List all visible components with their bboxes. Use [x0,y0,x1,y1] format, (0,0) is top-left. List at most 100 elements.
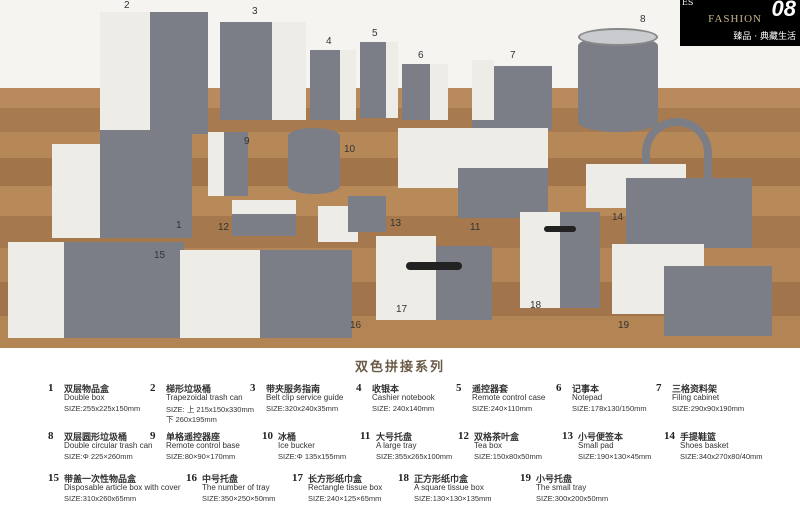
disposable-article-box [8,242,184,338]
photo-number-14: 14 [612,212,624,223]
product-name-en: Disposable article box with cover [64,483,181,492]
double-circular-trash-can [578,28,658,132]
cashier-notebook [310,50,356,120]
ice-bucket [288,128,340,194]
product-number: 13 [562,430,573,442]
product-size: SIZE:150x80x50mm [474,452,542,461]
product-size: SIZE:Φ 225×260mm [64,452,133,461]
product-size: SIZE:310x260x65mm [64,494,137,503]
product-name-cn: 中号托盘 [202,474,239,484]
series-side-text: ES [682,0,694,7]
product-name-cn: 正方形纸巾盒 [414,474,469,484]
photo-number-11: 11 [470,222,481,233]
product-name-cn: 带盖一次性物品盒 [64,474,137,484]
product-name-en: Belt clip service guide [266,393,344,402]
photo-number-13: 13 [390,218,402,229]
tea-box [232,200,296,236]
product-size: SIZE:355x265x100mm [376,452,453,461]
photo-number-7: 7 [510,50,516,61]
product-name-cn: 双格茶叶盒 [474,432,520,442]
product-name-en: Notepad [572,393,603,402]
photo-number-6: 6 [418,50,424,61]
product-name-cn: 大号托盘 [376,432,413,442]
product-name-en: The number of tray [202,483,270,492]
square-tissue-box [520,212,600,308]
remote-control-base [208,132,248,196]
product-name-cn: 记事本 [572,384,600,394]
product-size: SIZE:240×125×65mm [308,494,382,503]
product-number: 11 [360,430,371,442]
product-name-en: Tea box [474,441,503,450]
product-name-en: Ice bucker [278,441,315,450]
product-name-en: Remote control base [166,441,240,450]
photo-number-5: 5 [372,28,378,39]
product-name-cn: 收银本 [372,384,400,394]
product-number: 7 [656,382,662,394]
product-number: 18 [398,472,409,484]
service-guide [220,22,306,120]
product-size: SIZE:190×130×45mm [578,452,652,461]
photo-number-18: 18 [530,300,542,311]
product-name-cn: 梯形垃圾桶 [166,384,212,394]
product-size: SIZE: 上 215x150x330mm [166,405,254,414]
product-number: 4 [356,382,362,394]
product-name-cn: 遥控器套 [472,384,509,394]
product-number: 17 [292,472,303,484]
product-name-cn: 手提鞋篮 [680,432,717,442]
product-name-en: Shoes basket [680,441,729,450]
large-tray [398,128,548,218]
product-number: 9 [150,430,156,442]
product-number: 1 [48,382,54,394]
product-name-cn: 长方形纸巾盒 [308,474,363,484]
product-name-cn: 双层物品盒 [64,384,110,394]
product-number: 2 [150,382,156,394]
product-name-cn: 小号便签本 [578,432,624,442]
product-name-en: Small pad [578,441,614,450]
photo-number-19: 19 [618,320,630,331]
product-name-cn: 单格遥控器座 [166,432,221,442]
photo-number-17: 17 [396,304,408,315]
product-size: SIZE:350×250×50mm [202,494,276,503]
photo-number-8: 8 [640,14,646,25]
filing-cabinet [472,60,552,130]
product-size: SIZE:178x130/150mm [572,404,647,413]
series-badge: ES 08 臻品 · 典藏生活 [680,0,800,46]
product-number: 10 [262,430,273,442]
medium-tray [180,250,352,338]
photo-number-15: 15 [154,250,166,261]
remote-control-case [360,42,398,118]
photo-number-4: 4 [326,36,332,47]
product-name-en: A square tissue box [414,483,484,492]
product-name-en: Remote control case [472,393,546,402]
product-number: 14 [664,430,675,442]
product-name-cn: 小号托盘 [536,474,573,484]
product-size-secondary: 下 260x195mm [166,415,217,424]
notepad [402,64,448,120]
product-number: 8 [48,430,54,442]
product-name-en: Rectangle tissue box [308,483,383,492]
product-number: 19 [520,472,531,484]
product-name-en: The small tray [536,483,587,492]
product-number: 15 [48,472,59,484]
product-size: SIZE:290x90x190mm [672,404,745,413]
product-number: 12 [458,430,469,442]
product-number: 5 [456,382,462,394]
product-size: SIZE:240×110mm [472,404,533,413]
product-size: SIZE:340x270x80/40mm [680,452,763,461]
product-number: 6 [556,382,562,394]
product-name-cn: 带夹服务指南 [266,384,321,394]
product-size: SIZE:130×130×135mm [414,494,492,503]
product-size: SIZE:300x200x50mm [536,494,609,503]
product-size: SIZE:80×90×170mm [166,452,236,461]
photo-number-12: 12 [218,222,230,233]
product-photo: 1 2 3 4 5 6 7 8 9 10 11 12 13 14 15 16 1… [0,0,800,348]
double-box [52,130,192,238]
product-name-cn: 三格资料架 [672,384,718,394]
photo-number-16: 16 [350,320,362,331]
product-name-en: A large tray [376,441,417,450]
trapezoid-trash-can [100,12,208,134]
series-number: 08 [771,0,796,21]
series-title: 双色拼接系列 [354,360,445,375]
small-tray [612,244,772,336]
shoes-basket [586,118,752,248]
